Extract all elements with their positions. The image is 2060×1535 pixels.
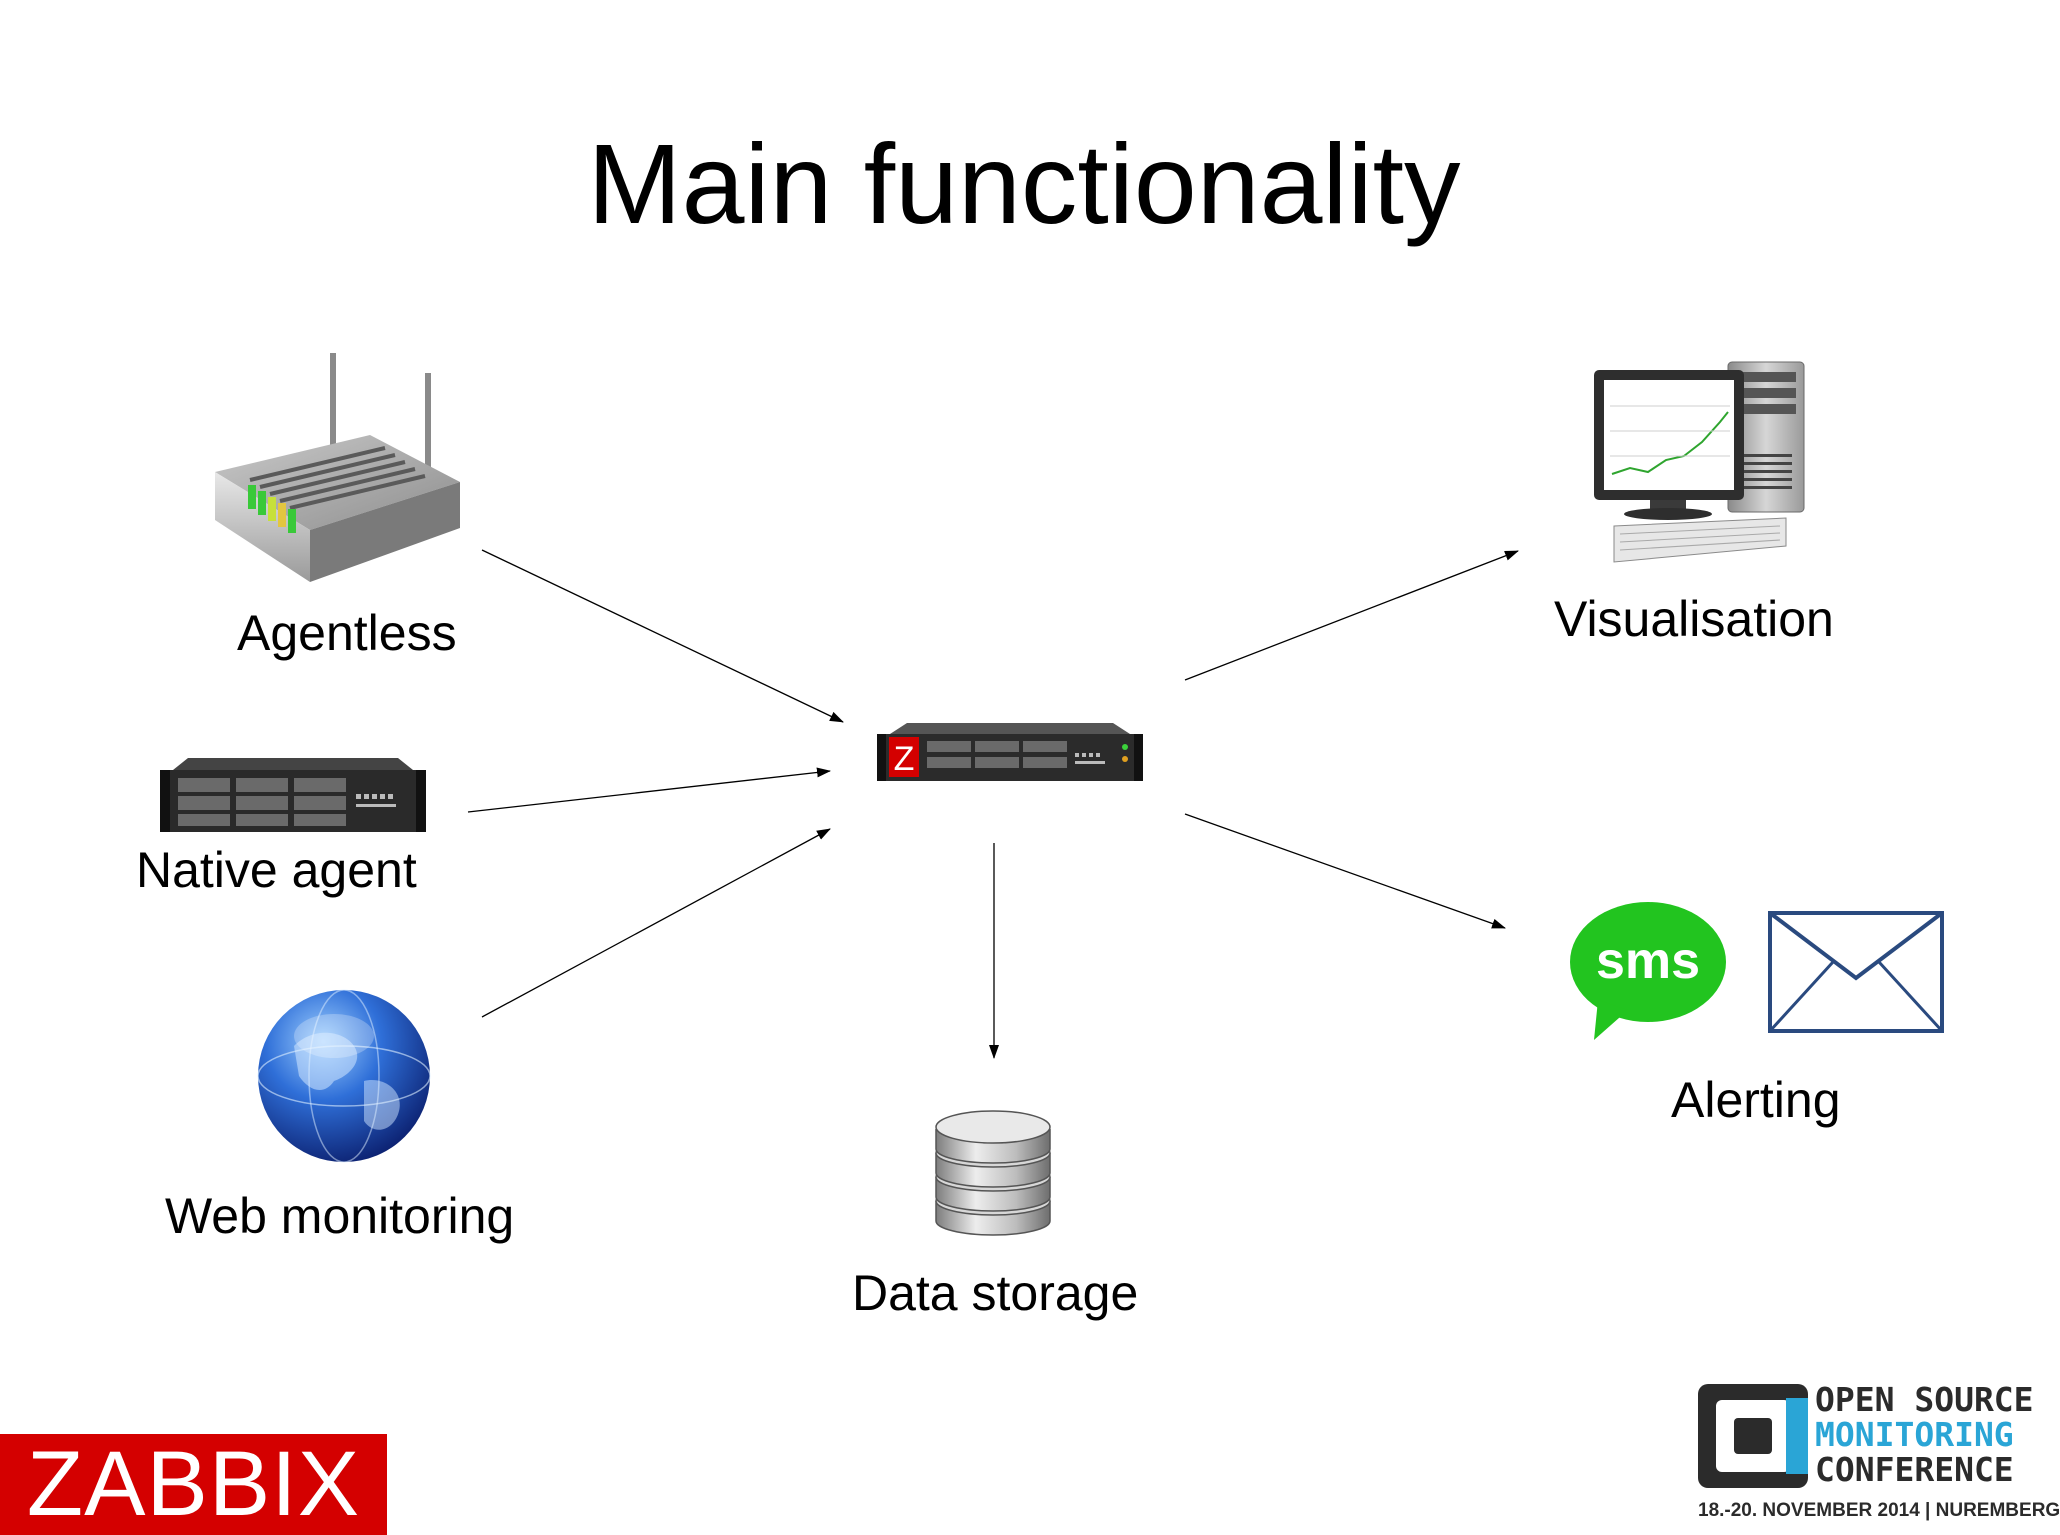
arrow-web-to-server — [481, 828, 831, 1018]
zabbix-logo: ZABBIX — [0, 1434, 387, 1535]
zabbix-badge-letter: Z — [894, 740, 915, 778]
conference-line1: OPEN SOURCE — [1815, 1380, 2034, 1419]
globe-icon — [257, 989, 431, 1163]
conference-line3: CONFERENCE — [1815, 1450, 2014, 1489]
web-monitoring-label: Web monitoring — [165, 1188, 515, 1244]
zabbix-server-icon: Z — [877, 723, 1143, 781]
visualisation-label: Visualisation — [1554, 591, 1834, 647]
data-storage-label: Data storage — [852, 1265, 1139, 1321]
alerting-label: Alerting — [1671, 1072, 1841, 1128]
conference-date: 18.-20. NOVEMBER 2014 | NUREMBERG — [1698, 1500, 2060, 1521]
slide-title: Main functionality — [587, 121, 1461, 247]
arrow-agentless-to-server — [481, 549, 844, 723]
arrow-server-to-alerting — [1184, 813, 1506, 929]
conference-line2: MONITORING — [1815, 1415, 2014, 1454]
rack-server-icon — [160, 758, 426, 832]
sms-bubble-icon: sms — [1570, 902, 1726, 1040]
native-agent-label: Native agent — [136, 842, 417, 898]
arrow-native-to-server — [467, 767, 831, 813]
router-icon — [215, 353, 460, 582]
agentless-label: Agentless — [237, 605, 457, 661]
arrow-server-to-visualisation — [1184, 550, 1519, 681]
osmc-logo-mark — [1698, 1384, 1808, 1488]
sms-text: sms — [1596, 932, 1700, 990]
desktop-computer-icon — [1594, 361, 1805, 563]
database-icon — [935, 1110, 1051, 1236]
envelope-icon — [1768, 911, 1944, 1033]
conference-logo: OPEN SOURCE MONITORING CONFERENCE 18.-20… — [1693, 1380, 2060, 1521]
